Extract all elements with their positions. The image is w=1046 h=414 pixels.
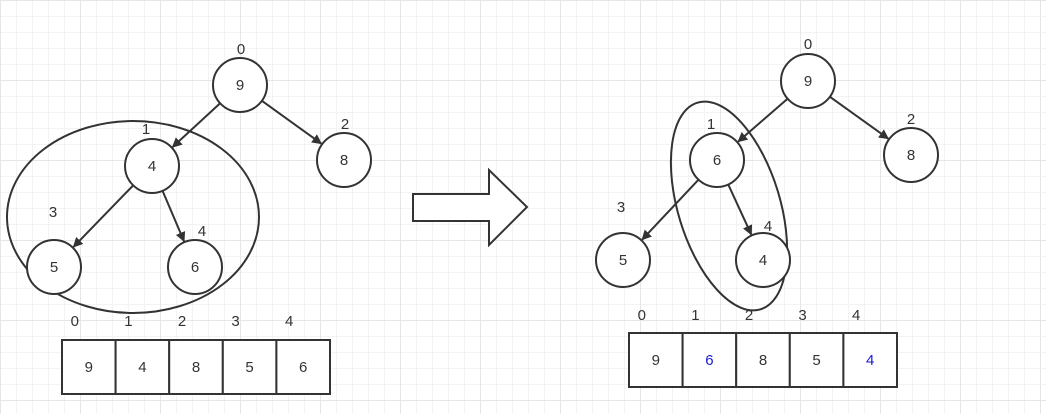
array-cell bbox=[275, 339, 331, 395]
tree-node-value: 9 bbox=[804, 73, 812, 90]
tree-node-index-label: 1 bbox=[707, 116, 715, 133]
tree-node-index-label: 3 bbox=[617, 199, 625, 216]
array-cell bbox=[61, 339, 117, 395]
tree-edge-arrow bbox=[829, 95, 890, 140]
tree-edge-arrow bbox=[737, 97, 789, 143]
heap-array: 9 0 6 1 8 2 5 3 4 4 bbox=[628, 307, 899, 388]
tree-nodes: 9 0 4 1 8 2 5 3 6 4 bbox=[26, 41, 372, 295]
tree-node-index-label: 1 bbox=[142, 121, 150, 138]
tree-node-index-label: 3 bbox=[49, 204, 57, 221]
array-cell bbox=[788, 332, 845, 388]
array-cell-value: 6 bbox=[299, 359, 307, 376]
tree-edge-arrow bbox=[727, 184, 753, 236]
tree-node-circle bbox=[167, 239, 223, 295]
array-index-label: 2 bbox=[745, 307, 753, 324]
tree-node-circle bbox=[595, 232, 651, 288]
array-cell-value: 8 bbox=[759, 352, 767, 369]
tree-node-value: 9 bbox=[236, 77, 244, 94]
tree-edges bbox=[72, 99, 323, 248]
array-index-label: 3 bbox=[231, 313, 239, 330]
array-cell-value: 8 bbox=[192, 359, 200, 376]
right-arrow-icon bbox=[412, 167, 529, 248]
array-cell-value: 4 bbox=[866, 352, 874, 369]
tree-node-index-label: 2 bbox=[341, 116, 349, 133]
tree-node-value: 5 bbox=[619, 252, 627, 269]
tree-node-circle bbox=[883, 127, 939, 183]
tree-edges bbox=[641, 95, 890, 241]
tree-node-value: 6 bbox=[191, 259, 199, 276]
tree-node-circle bbox=[735, 232, 791, 288]
tree-node-circle bbox=[212, 57, 268, 113]
array-cell bbox=[221, 339, 278, 395]
array-cell bbox=[842, 332, 899, 388]
tree-edge-arrow bbox=[161, 190, 186, 243]
swapped-path-highlight-ellipse bbox=[669, 100, 789, 312]
tree-node-value: 8 bbox=[340, 152, 348, 169]
tree-node-index-label: 0 bbox=[237, 41, 245, 58]
tree-edge-arrow bbox=[171, 102, 221, 148]
array-cell-value: 9 bbox=[85, 359, 93, 376]
array-index-label: 4 bbox=[285, 313, 293, 330]
array-cell bbox=[681, 332, 738, 388]
array-cell-value: 4 bbox=[138, 359, 146, 376]
tree-node-value: 8 bbox=[907, 147, 915, 164]
heap-array: 9 0 4 1 8 2 5 3 6 4 bbox=[61, 313, 331, 395]
tree-edge-arrow bbox=[261, 99, 323, 145]
tree-node-circle bbox=[124, 138, 180, 194]
tree-node-value: 5 bbox=[50, 259, 58, 276]
array-cell-value: 5 bbox=[812, 352, 820, 369]
array-cell bbox=[628, 332, 684, 388]
array-index-label: 4 bbox=[852, 307, 860, 324]
tree-node-circle bbox=[780, 53, 836, 109]
tree-node-value: 6 bbox=[713, 152, 721, 169]
array-index-label: 3 bbox=[798, 307, 806, 324]
tree-edge-arrow bbox=[641, 178, 700, 241]
tree-node-index-label: 4 bbox=[764, 218, 772, 235]
array-cell-value: 5 bbox=[245, 359, 253, 376]
subtree-highlight-ellipse bbox=[6, 120, 260, 314]
tree-node-index-label: 2 bbox=[907, 111, 915, 128]
diagram-after: 9 0 6 1 8 2 5 3 4 4 9 0 6 1 8 2 5 3 4 4 bbox=[595, 36, 939, 388]
array-index-label: 0 bbox=[71, 313, 79, 330]
tree-node-index-label: 0 bbox=[804, 36, 812, 53]
tree-nodes: 9 0 6 1 8 2 5 3 4 4 bbox=[595, 36, 939, 288]
diagram-before: 9 0 4 1 8 2 5 3 6 4 9 0 4 1 8 2 5 3 6 4 bbox=[6, 41, 372, 395]
array-cell-value: 9 bbox=[652, 352, 660, 369]
tree-edge-arrow bbox=[72, 184, 134, 248]
array-index-label: 2 bbox=[178, 313, 186, 330]
tree-node-circle bbox=[26, 239, 82, 295]
tree-node-circle bbox=[316, 132, 372, 188]
tree-node-value: 4 bbox=[759, 252, 767, 269]
array-index-label: 1 bbox=[124, 313, 132, 330]
array-index-label: 0 bbox=[638, 307, 646, 324]
array-cell-value: 6 bbox=[705, 352, 713, 369]
tree-node-index-label: 4 bbox=[198, 223, 206, 240]
tree-node-value: 4 bbox=[148, 158, 156, 175]
array-cell bbox=[114, 339, 171, 395]
array-index-label: 1 bbox=[691, 307, 699, 324]
tree-node-circle bbox=[689, 132, 745, 188]
